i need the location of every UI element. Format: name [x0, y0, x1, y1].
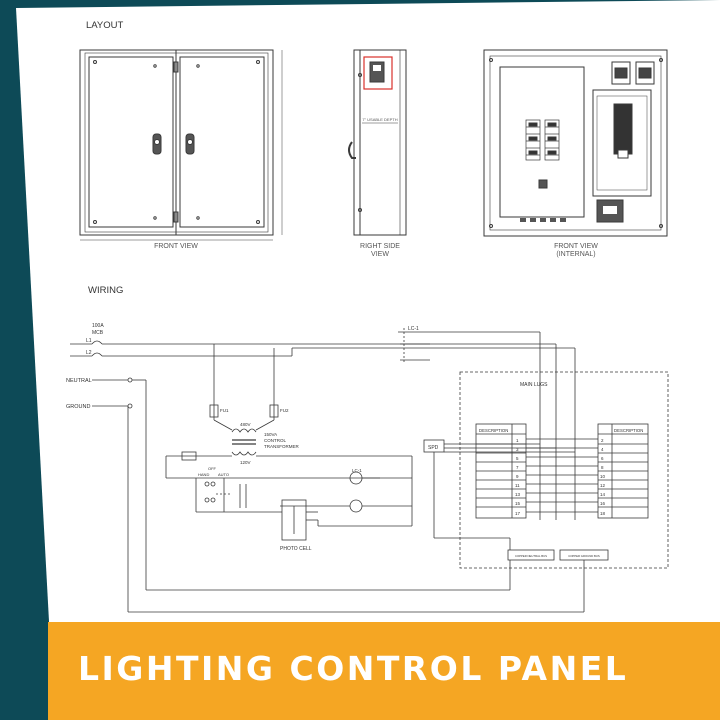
- hoa-hand-label: HAND: [198, 472, 209, 477]
- hoa-auto-label: AUTO: [218, 472, 229, 477]
- right-circuit-numbers: 2 4 6 8 10 12 14 16 18: [600, 438, 606, 516]
- internal-view-drawing: [483, 49, 668, 237]
- internal-view-label: FRONT VIEW: [554, 243, 598, 250]
- circuit-number: 9: [516, 474, 519, 479]
- right-side-label: RIGHT SIDE: [360, 243, 400, 250]
- internal-view-label-line2: (INTERNAL): [556, 251, 595, 258]
- circuit-number: 3: [516, 447, 519, 452]
- right-side-label-line2: VIEW: [371, 251, 389, 258]
- circuit-number: 15: [515, 501, 521, 506]
- neutral-bus-label: COPPER NEUTRAL BUS: [515, 554, 547, 558]
- circuit-number: 12: [600, 483, 606, 488]
- transformer-label-3: TRANSFORMER: [264, 444, 300, 449]
- layout-heading: LAYOUT: [86, 20, 124, 31]
- circuit-number: 11: [515, 483, 520, 488]
- circuit-number: 6: [601, 456, 604, 461]
- circuit-number: 8: [601, 465, 604, 470]
- transformer-label-1: 150VA: [264, 432, 277, 437]
- left-circuit-numbers: 1 3 5 7 9 11 13 15 17: [515, 438, 521, 516]
- right-description-header: DESCRIPTION: [614, 428, 643, 433]
- fuse1-label: FU1: [220, 408, 229, 413]
- right-side-view-drawing: [348, 49, 407, 236]
- front-view-label: FRONT VIEW: [154, 243, 198, 250]
- circuit-number: 14: [600, 492, 606, 497]
- circuit-number: 13: [515, 492, 521, 497]
- ground-bus-label: COPPER GROUND BUS: [568, 554, 600, 558]
- left-description-header: DESCRIPTION: [479, 428, 508, 433]
- front-view-drawing: [79, 49, 283, 241]
- banner-title: LIGHTING CONTROL PANEL: [78, 649, 629, 688]
- l2-label: L2: [86, 350, 92, 356]
- fuse2-label: FU2: [280, 408, 289, 413]
- circuit-number: 5: [516, 456, 519, 461]
- circuit-number: 10: [600, 474, 606, 479]
- secondary-voltage-label: 120V: [240, 460, 251, 465]
- wiring-heading: WIRING: [88, 285, 123, 296]
- spd-label: SPD: [428, 445, 439, 451]
- circuit-number: 7: [516, 465, 519, 470]
- neutral-label: NEUTRAL: [66, 378, 92, 384]
- mcb-rating-label: 100A: [92, 323, 104, 329]
- ground-label: GROUND: [66, 404, 90, 410]
- mcb-label: MCB: [92, 330, 104, 336]
- contactor-label: LC-1: [408, 326, 419, 332]
- circuit-number: 16: [600, 501, 606, 506]
- photocell-label: PHOTO CELL: [280, 546, 312, 552]
- paper: [16, 0, 720, 640]
- circuit-number: 17: [515, 511, 521, 516]
- transformer-label-2: CONTROL: [264, 438, 286, 443]
- primary-voltage-label: 480V: [240, 422, 251, 427]
- l1-label: L1: [86, 338, 92, 344]
- light-contactor-coil-label: LC-1: [352, 468, 362, 473]
- title-banner: [48, 622, 720, 720]
- circuit-number: 4: [601, 447, 604, 452]
- main-lugs-label: MAIN LUGS: [520, 382, 548, 388]
- circuit-number: 2: [601, 438, 604, 443]
- circuit-number: 1: [516, 438, 519, 443]
- usable-depth-label: 7" USABLE DEPTH: [362, 117, 397, 122]
- wiring-diagram-drawing: [70, 328, 669, 613]
- hoa-off-label: OFF: [208, 466, 217, 471]
- circuit-number: 18: [600, 511, 606, 516]
